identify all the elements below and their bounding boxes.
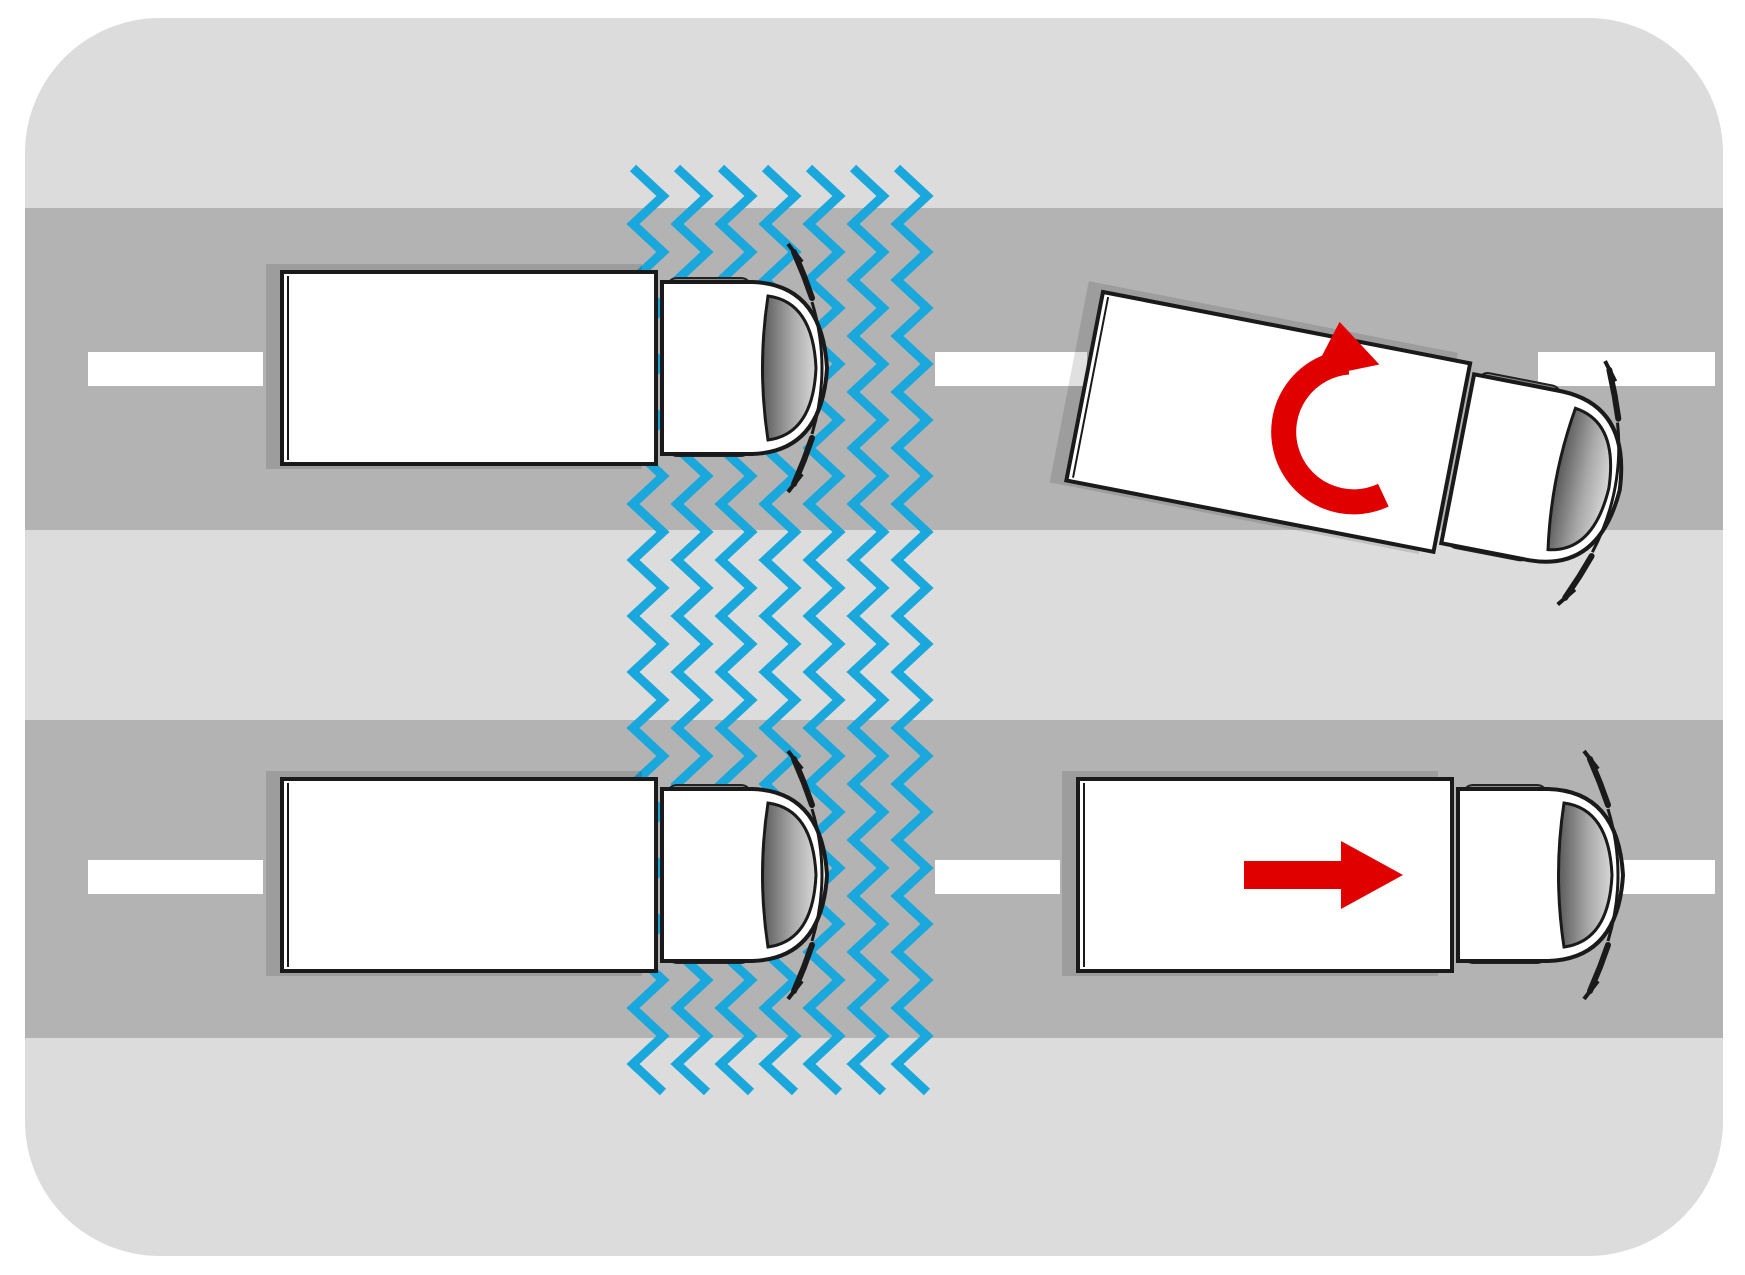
crosswind-zigzag-line (846, 164, 890, 1096)
lane-marking (1620, 860, 1715, 894)
arrow-right-icon (1244, 841, 1403, 909)
crosswind-zigzag-line (890, 164, 934, 1096)
truck-upper-left (266, 244, 827, 492)
truck-upper-right (1045, 261, 1643, 611)
lane-markings (88, 352, 1715, 894)
lane-marking (1538, 352, 1715, 386)
crosswind-zigzag-line (802, 164, 846, 1096)
lane-marking (935, 352, 1087, 386)
lane-marking (88, 860, 263, 894)
rotate-clockwise-arrow-icon (1271, 321, 1389, 515)
lane-marking (935, 860, 1060, 894)
lane-marking (88, 352, 263, 386)
truck-lower-left (266, 751, 827, 999)
truck-lower-right (1062, 751, 1623, 999)
